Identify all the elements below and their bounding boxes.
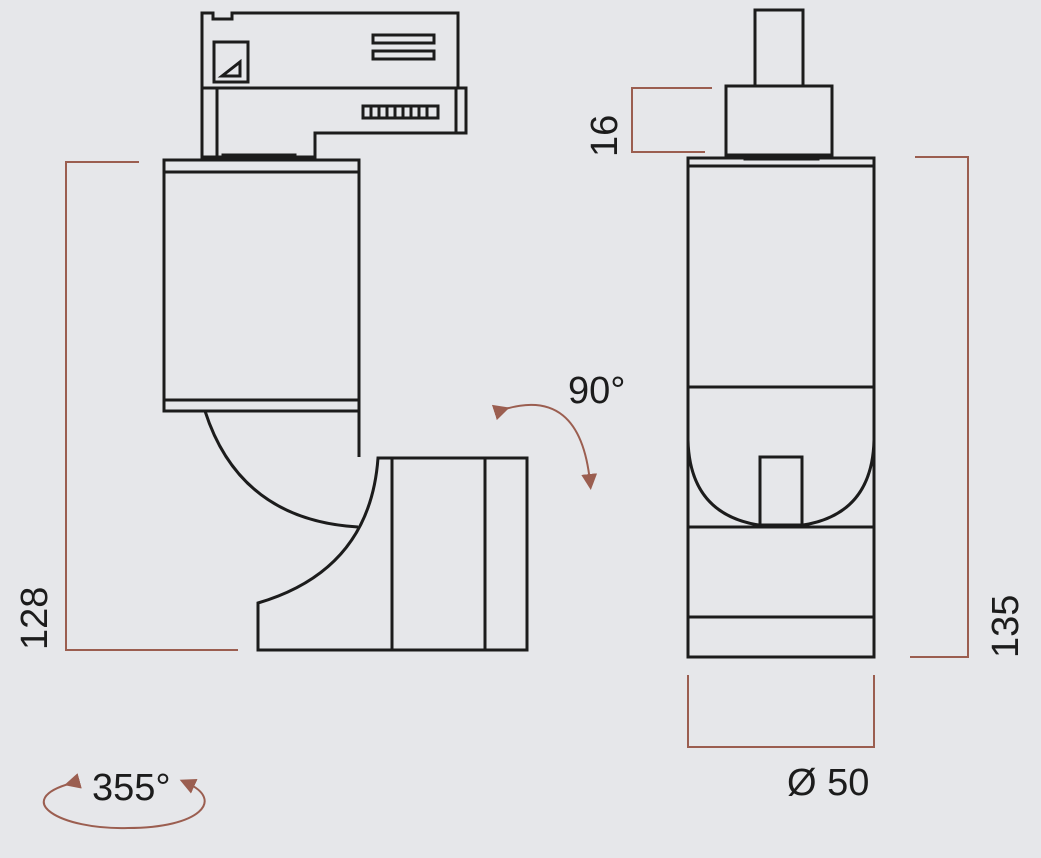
dimension-diameter-label: Ø 50 bbox=[787, 762, 869, 804]
rotation-arrow-icon bbox=[43, 773, 206, 830]
rotation-angle: 355° bbox=[43, 767, 206, 830]
dimension-16: 16 bbox=[584, 87, 712, 157]
tilt-angle: 90° bbox=[491, 370, 625, 490]
dimension-135: 135 bbox=[910, 156, 1027, 658]
dimension-16-label: 16 bbox=[584, 115, 626, 157]
tilt-arrow-icon bbox=[491, 403, 598, 490]
side-view-track-adapter bbox=[200, 11, 468, 161]
dimension-diameter: Ø 50 bbox=[687, 675, 875, 804]
rotation-angle-label: 355° bbox=[92, 767, 171, 809]
side-view-body bbox=[162, 158, 529, 652]
dimension-128: 128 bbox=[14, 161, 238, 651]
tilt-angle-label: 90° bbox=[568, 370, 625, 412]
front-view bbox=[686, 8, 876, 659]
dimension-135-label: 135 bbox=[985, 595, 1027, 658]
dimension-128-label: 128 bbox=[14, 587, 56, 650]
